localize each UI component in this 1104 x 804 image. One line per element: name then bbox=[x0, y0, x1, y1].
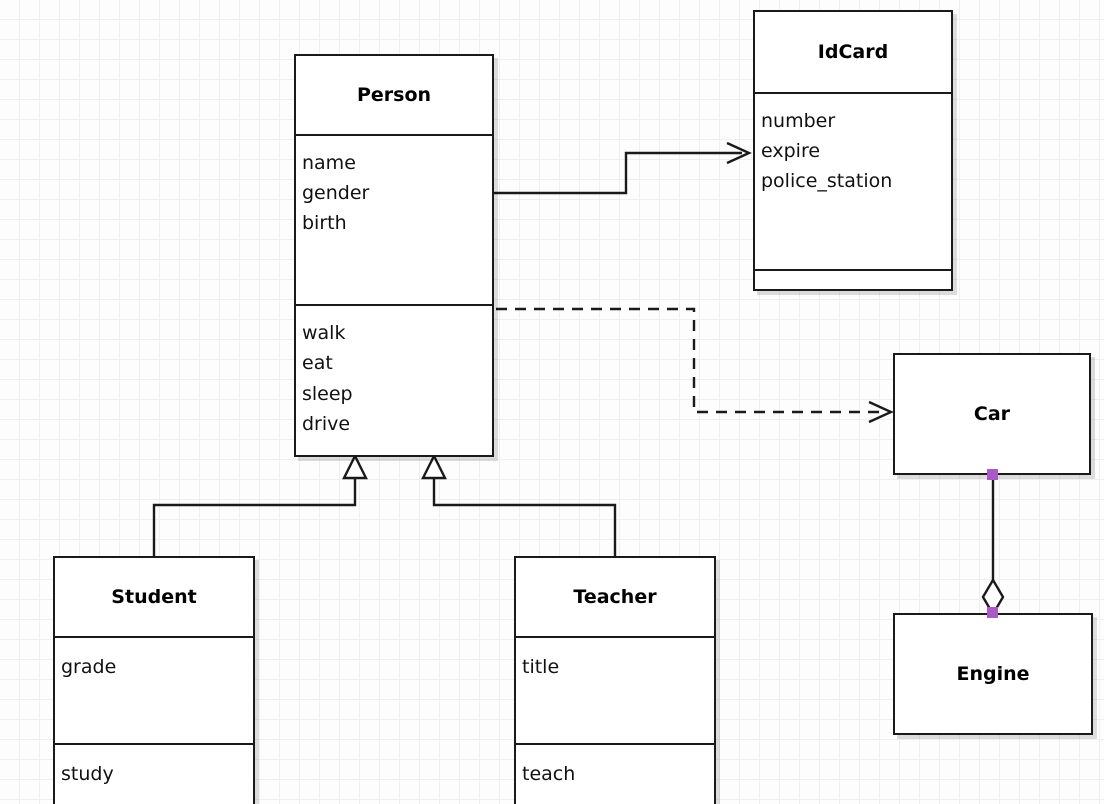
edge-person-car[interactable] bbox=[496, 307, 894, 424]
class-name-teacher: Teacher bbox=[573, 586, 657, 608]
method-item: sleep bbox=[302, 382, 353, 405]
connection-endpoint-engine[interactable] bbox=[987, 607, 998, 618]
attributes-compartment-teacher: title bbox=[516, 636, 714, 743]
attributes-compartment-person: name gender birth bbox=[296, 134, 492, 304]
class-box-student[interactable]: Student grade study bbox=[53, 556, 255, 804]
methods-compartment-student: study bbox=[55, 743, 253, 804]
edge-teacher-person[interactable] bbox=[421, 453, 617, 556]
methods-compartment-idcard bbox=[755, 269, 951, 289]
class-name-student: Student bbox=[111, 586, 197, 608]
hollow-triangle-head bbox=[342, 453, 368, 480]
attributes-compartment-idcard: number expire police_station bbox=[755, 92, 951, 269]
method-item: drive bbox=[302, 412, 351, 435]
method-item: walk bbox=[302, 322, 346, 345]
attribute-item: name bbox=[302, 152, 356, 174]
hollow-triangle-head bbox=[421, 453, 447, 480]
attributes-compartment-student: grade bbox=[55, 636, 253, 743]
method-item: study bbox=[61, 763, 114, 785]
edge-car-engine[interactable] bbox=[981, 475, 1005, 617]
class-name-car: Car bbox=[973, 403, 1011, 425]
methods-compartment-teacher: teach bbox=[516, 743, 714, 804]
attribute-item: birth bbox=[302, 212, 347, 235]
attribute-item: number bbox=[761, 110, 836, 132]
class-box-car[interactable]: Car bbox=[893, 353, 1091, 475]
attribute-item: gender bbox=[302, 182, 370, 205]
edge-student-person[interactable] bbox=[152, 453, 368, 556]
class-box-idcard[interactable]: IdCard number expire police_station bbox=[753, 10, 953, 291]
attribute-item: title bbox=[522, 656, 560, 678]
class-box-engine[interactable]: Engine bbox=[893, 613, 1093, 735]
class-name-idcard: IdCard bbox=[817, 41, 889, 63]
attribute-item: police_station bbox=[761, 170, 893, 193]
open-arrowhead bbox=[726, 141, 752, 165]
method-item: eat bbox=[302, 352, 333, 375]
class-name-engine: Engine bbox=[956, 663, 1030, 685]
connection-endpoint-car[interactable] bbox=[987, 469, 998, 480]
methods-compartment-person: walk eat sleep drive bbox=[296, 304, 492, 455]
edge-person-idcard[interactable] bbox=[494, 141, 752, 195]
method-item: teach bbox=[522, 763, 576, 785]
class-box-teacher[interactable]: Teacher title teach bbox=[514, 556, 716, 804]
class-box-person[interactable]: Person name gender birth walk eat sleep … bbox=[294, 54, 494, 457]
open-arrowhead bbox=[868, 400, 894, 424]
attribute-item: expire bbox=[761, 140, 821, 163]
attribute-item: grade bbox=[61, 656, 117, 678]
class-name-person: Person bbox=[356, 84, 432, 106]
